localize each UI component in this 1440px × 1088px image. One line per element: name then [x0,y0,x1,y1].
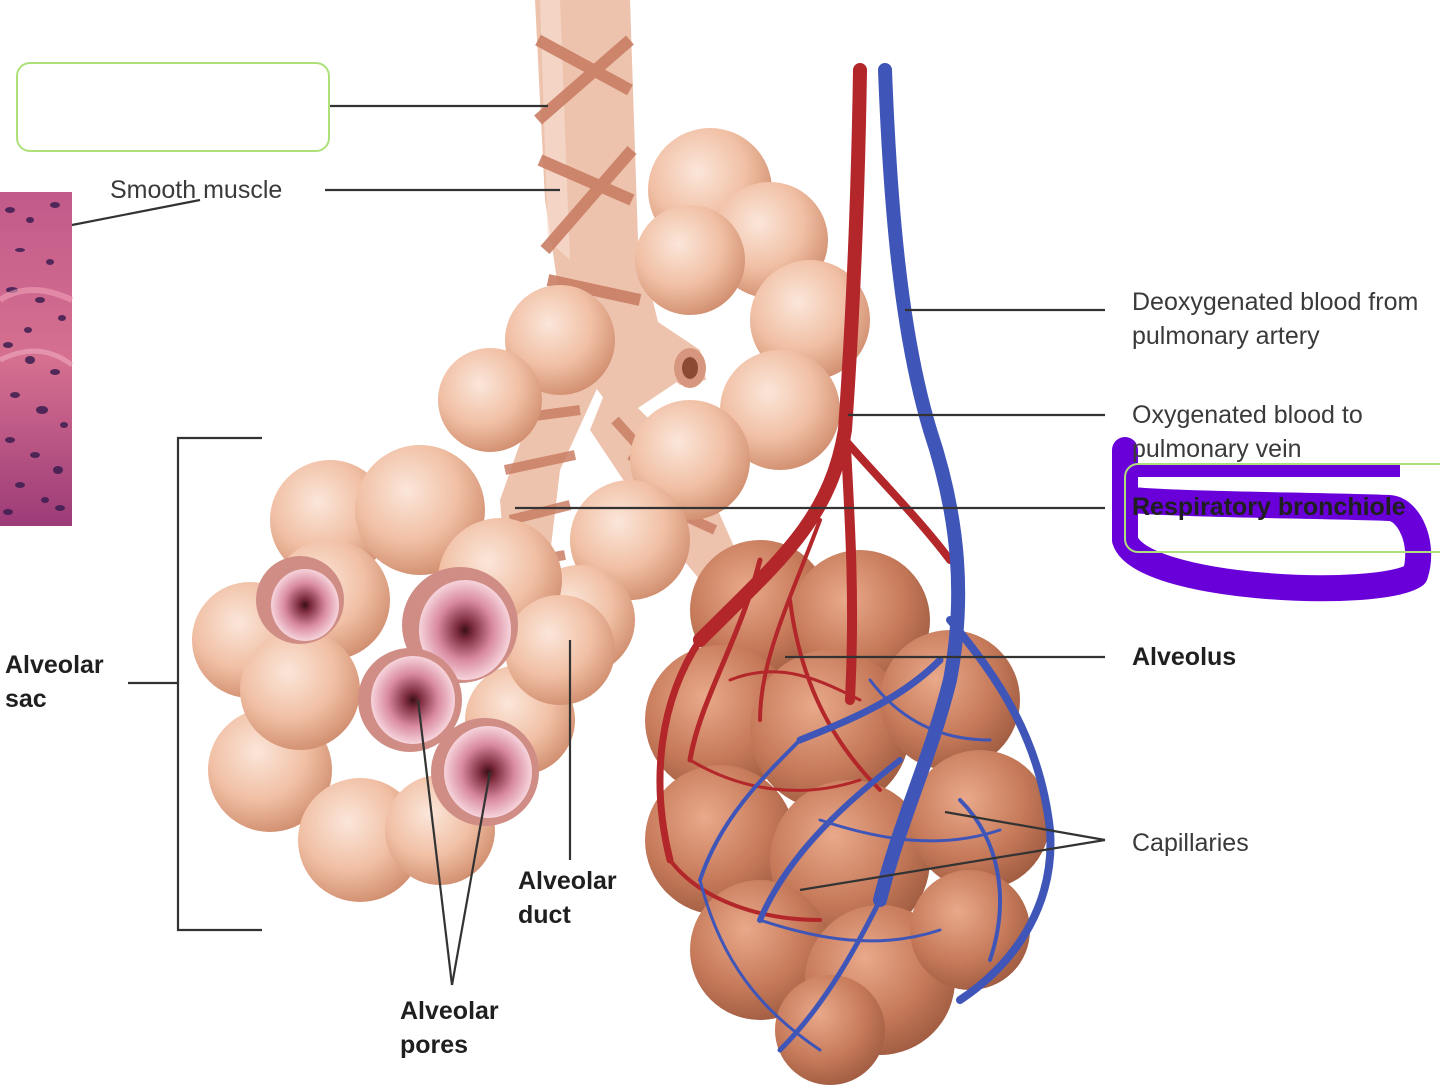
histology-micrograph [0,192,74,526]
label-alveolar-pores-line2: pores [400,1031,469,1059]
leader-lines [71,104,1106,986]
label-alveolar-sac-line2: sac [5,685,47,713]
label-deoxygenated-line1: Deoxygenated blood from [1132,288,1419,316]
label-oxygenated-line2: pulmonary vein [1132,435,1302,463]
label-alveolar-sac: Alveolar sac [5,648,125,716]
label-alveolus: Alveolus [1132,643,1237,671]
label-respiratory-bronchiole: Respiratory bronchiole [1132,493,1406,521]
alveoli-cluster-background [438,128,870,675]
answer-box[interactable] [1124,463,1440,553]
blank-label-box[interactable] [16,62,330,152]
label-deoxygenated-line2: pulmonary artery [1132,322,1320,350]
label-deoxygenated-blood: Deoxygenated blood from pulmonary artery [1132,285,1440,353]
label-alveolar-pores-line1: Alveolar [400,997,499,1025]
label-alveolar-duct-line1: Alveolar [518,867,617,895]
alveolar-sac-illustration [192,445,615,902]
label-smooth-muscle: Smooth muscle [110,176,283,204]
highlighter-scribble [1112,437,1432,602]
label-alveolar-sac-line1: Alveolar [5,651,104,679]
label-oxygenated-blood: Oxygenated blood to pulmonary vein [1132,398,1432,466]
capillary-network-illustration [645,63,1055,1085]
label-alveolar-pores: Alveolar pores [400,994,520,1062]
label-oxygenated-line1: Oxygenated blood to [1132,401,1363,429]
label-alveolar-duct-line2: duct [518,901,571,929]
label-alveolar-duct: Alveolar duct [518,864,638,932]
label-capillaries: Capillaries [1132,829,1249,857]
